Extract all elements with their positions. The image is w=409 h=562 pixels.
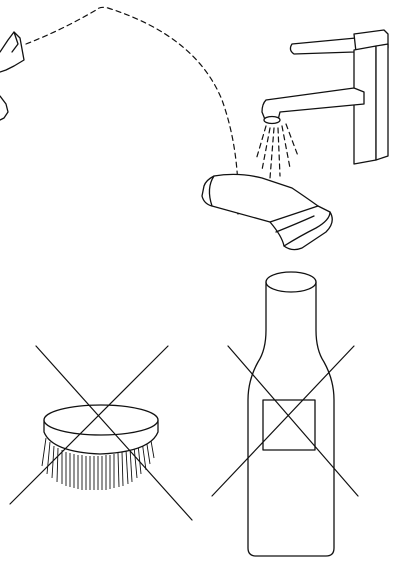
bottle-label [263,400,315,450]
faucet-icon [262,30,388,164]
bottle-icon [248,272,334,556]
folded-cloth-icon [202,174,332,249]
water-spray-icon [256,124,298,178]
cloth-icon [0,32,24,120]
